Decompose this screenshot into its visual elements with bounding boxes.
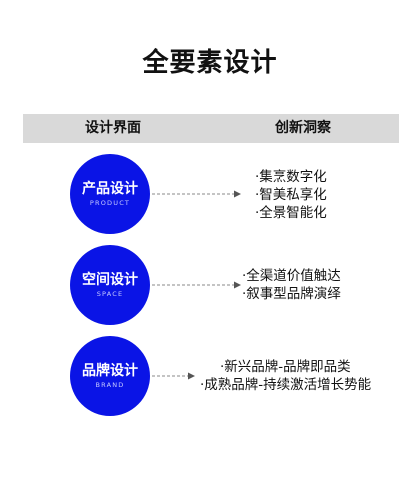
space-insight-item: ·叙事型品牌演绎 [242, 286, 341, 302]
product-title: 产品设计 [82, 181, 138, 197]
page-title: 全要素设计 [142, 48, 278, 78]
brand-insights: ·新兴品牌-品牌即品类 ·成熟品牌-持续激活增长势能 [200, 358, 371, 394]
brand-insight-item: ·新兴品牌-品牌即品类 [220, 359, 351, 375]
brand-title: 品牌设计 [82, 363, 138, 379]
space-title: 空间设计 [82, 272, 138, 288]
brand-insight-item: ·成熟品牌-持续激活增长势能 [200, 377, 372, 393]
dashed-arrow-icon [152, 281, 241, 289]
brand-subtitle: BRAND [95, 381, 125, 389]
product-insights: ·集烹数字化 ·智美私享化 ·全景智能化 [255, 168, 327, 222]
row-product: 产品设计 PRODUCT ·集烹数字化 ·智美私享化 ·全景智能化 [0, 154, 420, 240]
product-circle: 产品设计 PRODUCT [70, 154, 150, 234]
space-insight-item: ·全渠道价值触达 [242, 268, 341, 284]
product-subtitle: PRODUCT [89, 199, 131, 207]
product-insight-item: ·集烹数字化 [255, 169, 327, 185]
product-insight-item: ·智美私享化 [255, 187, 327, 203]
header-design-interface: 设计界面 [85, 120, 141, 136]
brand-circle: 品牌设计 BRAND [70, 336, 150, 416]
dashed-arrow-icon [152, 372, 195, 380]
product-insight-item: ·全景智能化 [255, 205, 327, 221]
row-space: 空间设计 SPACE ·全渠道价值触达 ·叙事型品牌演绎 [0, 245, 420, 331]
row-brand: 品牌设计 BRAND ·新兴品牌-品牌即品类 ·成熟品牌-持续激活增长势能 [0, 336, 420, 422]
header-innovation-insight: 创新洞察 [275, 120, 331, 136]
space-insights: ·全渠道价值触达 ·叙事型品牌演绎 [242, 267, 341, 303]
dashed-arrow-icon [152, 190, 241, 198]
space-subtitle: SPACE [96, 290, 124, 298]
table-header: 设计界面 创新洞察 [23, 114, 399, 143]
space-circle: 空间设计 SPACE [70, 245, 150, 325]
